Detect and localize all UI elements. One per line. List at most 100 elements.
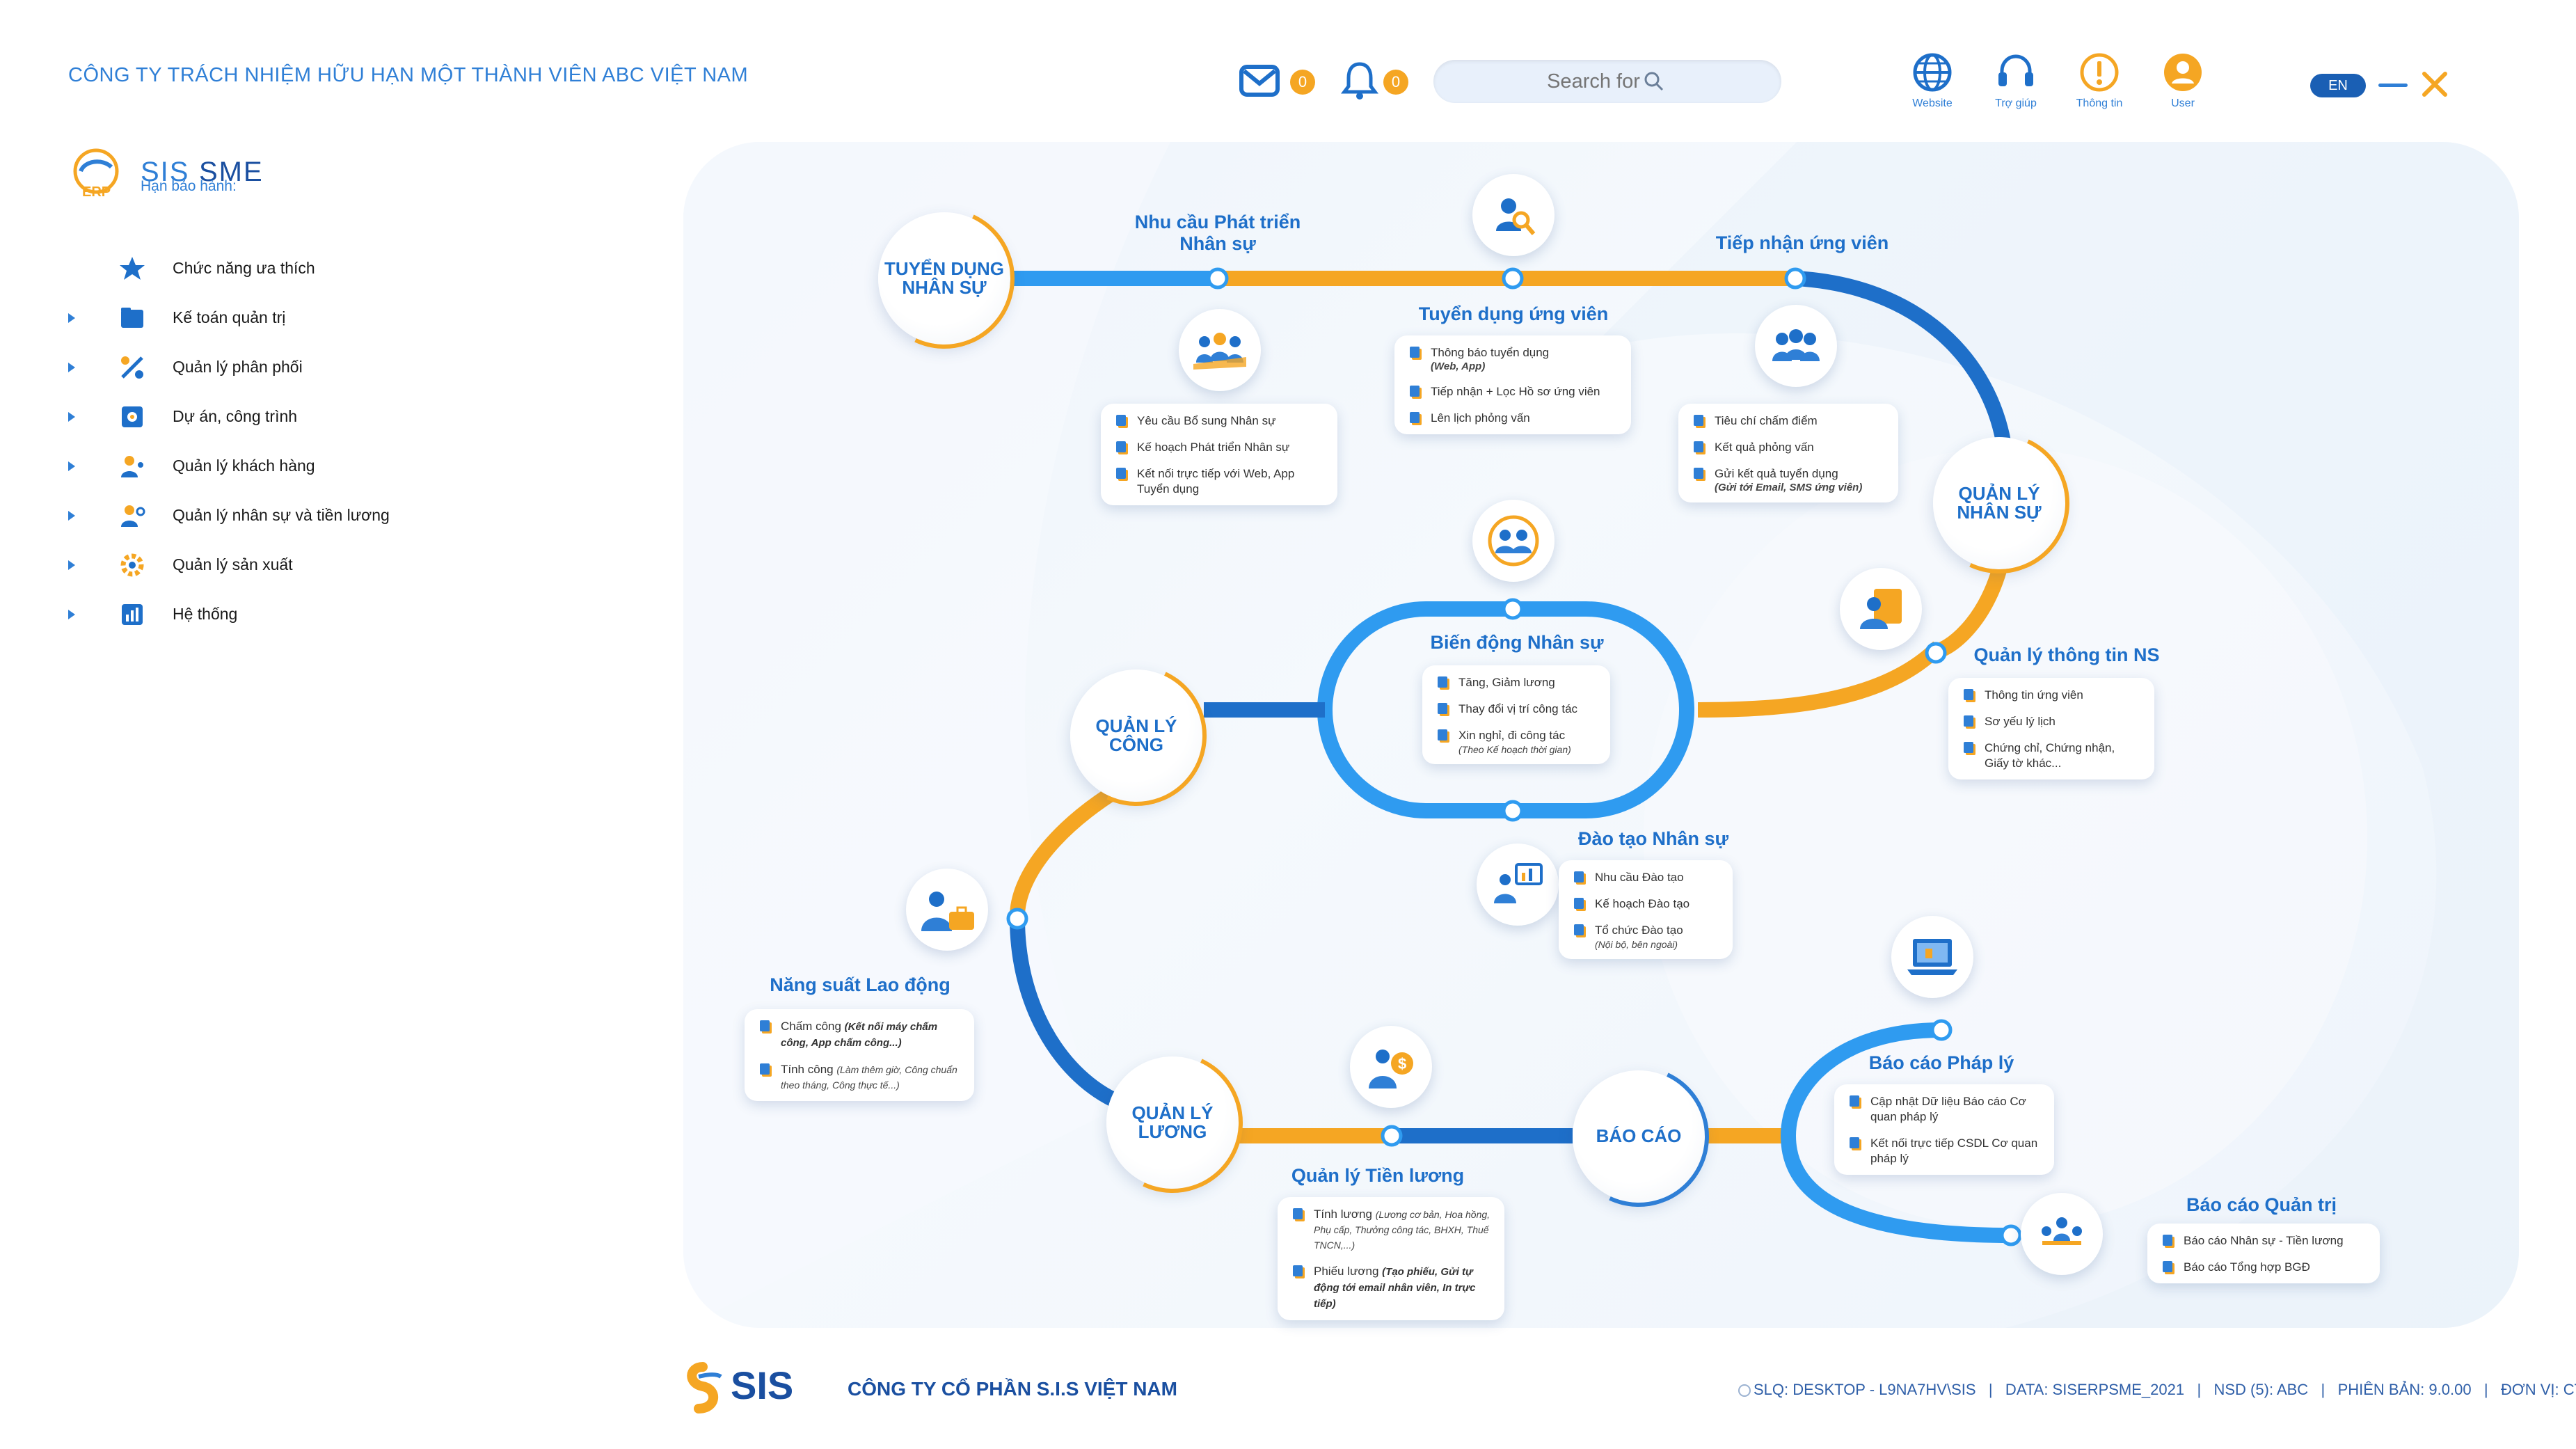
productivity-icon: [906, 869, 988, 951]
svg-text:$: $: [1398, 1055, 1406, 1072]
heading-bien-dong: Biến động Nhân sự: [1430, 632, 1604, 653]
svg-text:SIS: SIS: [141, 157, 189, 187]
list-item: Chấm công (Kết nối máy chấm công, App ch…: [757, 1019, 962, 1051]
notification-button[interactable]: [1337, 58, 1382, 103]
website-label: Website: [1912, 97, 1953, 109]
status-text: SLQ: DESKTOP - L9NA7HV\SIS | DATA: SISER…: [1754, 1381, 2576, 1398]
help-label: Trợ giúp: [1995, 97, 2037, 109]
list-item: Sơ yếu lý lịch: [1961, 714, 2142, 729]
expand-arrow-icon[interactable]: [68, 560, 75, 570]
list-item: Kết nối trực tiếp với Web, App Tuyển dụn…: [1113, 466, 1325, 497]
list-item: Kết nối trực tiếp CSDL Cơ quan pháp lý: [1847, 1136, 2042, 1166]
management-report-icon: [2021, 1193, 2103, 1275]
notification-count-badge: 0: [1383, 70, 1408, 95]
customer-icon: [121, 455, 143, 477]
list-item: Gửi kết quả tuyển dụng(Gửi tới Email, SM…: [1691, 466, 1886, 494]
heading-quan-tri: Báo cáo Quản trị: [2186, 1194, 2337, 1215]
folder-icon: [121, 307, 143, 328]
footer-logo: SIS: [682, 1353, 835, 1426]
mail-count-badge: 0: [1290, 70, 1315, 95]
list-item: Tính công (Làm thêm giờ, Công chuẩn theo…: [757, 1062, 962, 1093]
list-item: Thông tin ứng viên: [1961, 688, 2142, 703]
sidebar-item-production[interactable]: Quản lý sản xuất: [63, 540, 452, 589]
sidebar-item-system[interactable]: Hệ thống: [63, 589, 452, 639]
list-item: Tiêu chí chấm điểm: [1691, 413, 1886, 429]
box-dao-tao: Nhu cầu Đào tạo Kế hoạch Đào tạo Tổ chức…: [1559, 860, 1733, 959]
expand-arrow-icon[interactable]: [68, 362, 75, 372]
info-button[interactable]: Thông tin: [2061, 52, 2138, 110]
bell-icon: [1341, 62, 1378, 100]
training-icon: [1477, 844, 1559, 926]
box-tien-luong: Tính lương (Lương cơ bản, Hoa hồng, Phụ …: [1278, 1197, 1504, 1320]
list-item: Kết quả phỏng vấn: [1691, 440, 1886, 455]
search-box[interactable]: [1433, 60, 1781, 103]
heading-tiep-nhan: Tiếp nhận ứng viên: [1715, 232, 1889, 253]
sidebar-item-label: Dự án, công trình: [173, 407, 298, 425]
expand-arrow-icon[interactable]: [68, 461, 75, 471]
box-tuyen-dung-ung-vien: Thông báo tuyển dụng(Web, App) Tiếp nhận…: [1394, 335, 1631, 434]
heading-nang-suat: Năng suất Lao động: [770, 974, 951, 995]
sidebar-item-label: Quản lý nhân sự và tiền lương: [173, 506, 390, 524]
box-quan-tri: Báo cáo Nhân sự - Tiền lương Báo cáo Tổn…: [2147, 1224, 2380, 1283]
language-toggle[interactable]: EN: [2310, 74, 2366, 97]
list-item: Cập nhật Dữ liệu Báo cáo Cơ quan pháp lý: [1847, 1094, 2042, 1125]
heading-phap-ly: Báo cáo Pháp lý: [1868, 1052, 2014, 1073]
svg-text:ERP: ERP: [82, 184, 111, 200]
search-input[interactable]: [1433, 60, 1781, 103]
laptop-report-icon: [1891, 916, 1973, 998]
list-item: Tính lương (Lương cơ bản, Hoa hồng, Phụ …: [1290, 1207, 1492, 1253]
info-icon: [2080, 53, 2119, 92]
mail-button[interactable]: [1237, 58, 1282, 103]
svg-text:SME: SME: [199, 157, 264, 187]
sidebar-item-label: Kế toán quản trị: [173, 308, 286, 326]
profile-info-icon: [1840, 568, 1922, 650]
website-button[interactable]: Website: [1894, 52, 1971, 110]
expand-arrow-icon[interactable]: [68, 312, 75, 323]
heading-tuyen-dung-ung-vien: Tuyển dụng ứng viên: [1418, 303, 1609, 324]
node-tuyen-dung[interactable]: TUYỂN DỤNG NHÂN SỰ: [878, 212, 1010, 345]
expand-arrow-icon[interactable]: [68, 609, 75, 619]
globe-icon: [1913, 53, 1952, 92]
list-item: Báo cáo Nhân sự - Tiền lương: [2160, 1233, 2367, 1249]
sidebar-item-accounting[interactable]: Kế toán quản trị: [63, 293, 452, 342]
sidebar-item-hr[interactable]: Quản lý nhân sự và tiền lương: [63, 491, 452, 540]
candidates-icon: [1755, 305, 1837, 387]
search-icon[interactable]: [1644, 71, 1664, 92]
list-item: Chứng chỉ, Chứng nhận, Giấy tờ khác...: [1961, 741, 2142, 771]
box-nang-suat: Chấm công (Kết nối máy chấm công, App ch…: [745, 1009, 974, 1101]
sidebar-item-customers[interactable]: Quản lý khách hàng: [63, 441, 452, 491]
sidebar-item-label: Quản lý khách hàng: [173, 457, 315, 475]
help-button[interactable]: Trợ giúp: [1978, 52, 2054, 110]
node-quan-ly-nhan-su[interactable]: QUẢN LÝ NHÂN SỰ: [1933, 437, 2065, 569]
close-icon[interactable]: [2419, 68, 2451, 100]
salary-icon: $: [1350, 1026, 1432, 1108]
list-item: Kế hoạch Đào tạo: [1571, 896, 1720, 912]
sidebar-item-favorites[interactable]: Chức năng ưa thích: [63, 244, 452, 293]
user-label: User: [2171, 97, 2195, 109]
node-quan-ly-luong[interactable]: QUẢN LÝ LƯƠNG: [1106, 1056, 1239, 1189]
heading-tien-luong: Quản lý Tiền lương: [1291, 1165, 1465, 1186]
sidebar-item-label: Quản lý sản xuất: [173, 555, 293, 573]
warranty-label: Hạn bảo hành:: [141, 178, 237, 194]
sidebar-item-label: Hệ thống: [173, 605, 238, 623]
list-item: Nhu cầu Đào tạo: [1571, 870, 1720, 885]
expand-arrow-icon[interactable]: [68, 510, 75, 521]
distribution-icon: [121, 356, 143, 379]
minimize-button[interactable]: [2378, 84, 2408, 87]
heading-nhu-cau: Nhu cầu Phát triển Nhân sự: [1134, 212, 1301, 254]
connection-status-icon: [1738, 1384, 1751, 1397]
svg-text:SIS: SIS: [731, 1363, 793, 1407]
sidebar-item-distribution[interactable]: Quản lý phân phối: [63, 342, 452, 392]
list-item: Yêu cầu Bổ sung Nhân sự: [1113, 413, 1325, 429]
box-nhu-cau: Yêu cầu Bổ sung Nhân sự Kế hoạch Phát tr…: [1101, 404, 1337, 505]
list-item: Xin nghỉ, đi công tác(Theo Kế hoạch thời…: [1435, 728, 1598, 756]
expand-arrow-icon[interactable]: [68, 411, 75, 422]
sidebar-item-projects[interactable]: Dự án, công trình: [63, 392, 452, 441]
user-button[interactable]: User: [2145, 52, 2221, 110]
heading-dao-tao: Đào tạo Nhân sự: [1577, 828, 1729, 849]
footer-company-name: CÔNG TY CỔ PHẦN S.I.S VIỆT NAM: [848, 1378, 1177, 1400]
system-icon: [122, 603, 143, 625]
node-quan-ly-cong[interactable]: QUẢN LÝ CÔNG: [1070, 670, 1202, 802]
list-item: Phiếu lương (Tạo phiếu, Gửi tự động tới …: [1290, 1264, 1492, 1312]
node-bao-cao[interactable]: BÁO CÁO: [1573, 1070, 1705, 1203]
